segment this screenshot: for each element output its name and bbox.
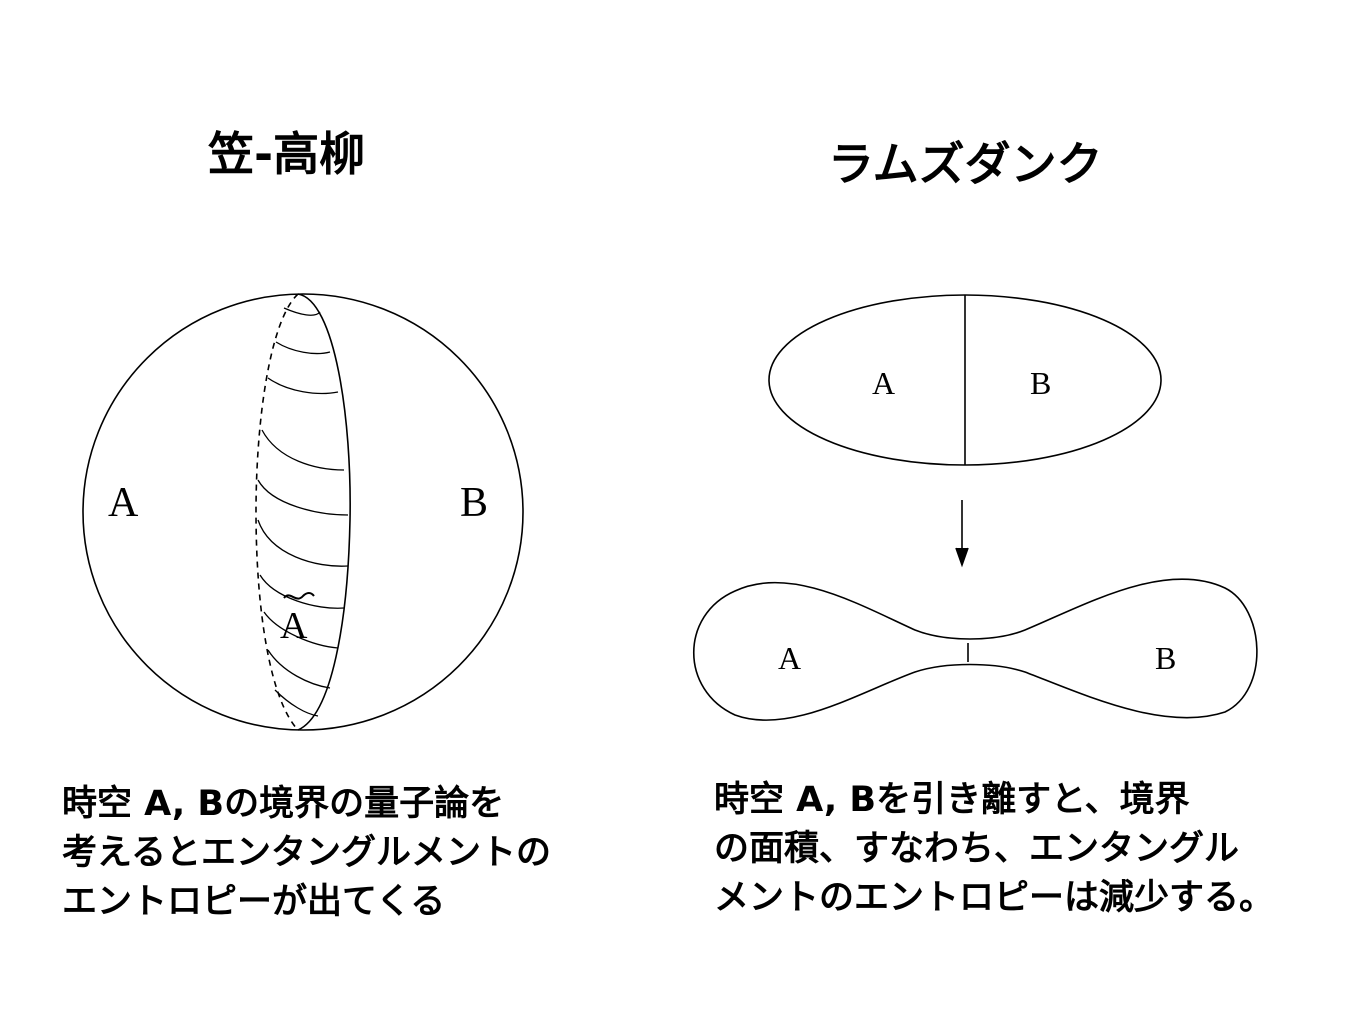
hatch-line xyxy=(283,307,321,316)
pinched-shape-diagram xyxy=(692,578,1258,721)
caption-line: メントのエントロピーは減少する。 xyxy=(714,878,1275,918)
caption-line: エントロピーが出てくる xyxy=(62,882,446,922)
ellipse-label-b: B xyxy=(1030,365,1051,401)
sphere-label-b: B xyxy=(460,480,488,526)
left-panel-caption: 時空 A, Bの境界の量子論を 考えるとエンタングルメントの エントロピーが出て… xyxy=(62,780,551,927)
left-panel-title: 笠-高柳 xyxy=(208,127,366,181)
minimal-surface-front-arc xyxy=(297,293,351,731)
caption-line: 時空 A, Bを引き離すと、境界 xyxy=(714,780,1190,820)
caption-line: の面積、すなわち、エンタングル xyxy=(714,829,1240,869)
hatch-line xyxy=(259,574,345,609)
surface-hatching xyxy=(257,307,349,717)
sphere-label-a: A xyxy=(108,480,139,526)
hatch-line xyxy=(257,519,349,567)
down-arrow-icon xyxy=(955,500,969,568)
hatch-line xyxy=(261,429,345,471)
ellipse-label-a: A xyxy=(872,365,895,401)
sphere-outline xyxy=(82,293,524,731)
pinched-label-a: A xyxy=(778,640,801,676)
split-ellipse-diagram xyxy=(768,294,1162,466)
sphere-label-a-tilde: A xyxy=(280,605,308,647)
hatch-line xyxy=(275,341,331,355)
minimal-surface-back-arc xyxy=(255,293,299,731)
hatch-line xyxy=(263,611,339,649)
tilde-mark xyxy=(283,592,315,600)
hatch-line xyxy=(257,479,349,516)
hatch-line xyxy=(267,377,339,395)
caption-line: 時空 A, Bの境界の量子論を xyxy=(62,784,505,824)
hatch-line xyxy=(274,689,319,717)
right-panel-title: ラムズダンク xyxy=(828,137,1103,191)
sphere-diagram xyxy=(82,293,524,731)
hatch-line xyxy=(267,649,331,689)
pinched-label-b: B xyxy=(1155,640,1176,676)
caption-line: 考えるとエンタングルメントの xyxy=(62,833,551,873)
right-panel-caption: 時空 A, Bを引き離すと、境界 の面積、すなわち、エンタングル メントのエント… xyxy=(714,776,1274,923)
pinched-outline xyxy=(692,578,1258,721)
